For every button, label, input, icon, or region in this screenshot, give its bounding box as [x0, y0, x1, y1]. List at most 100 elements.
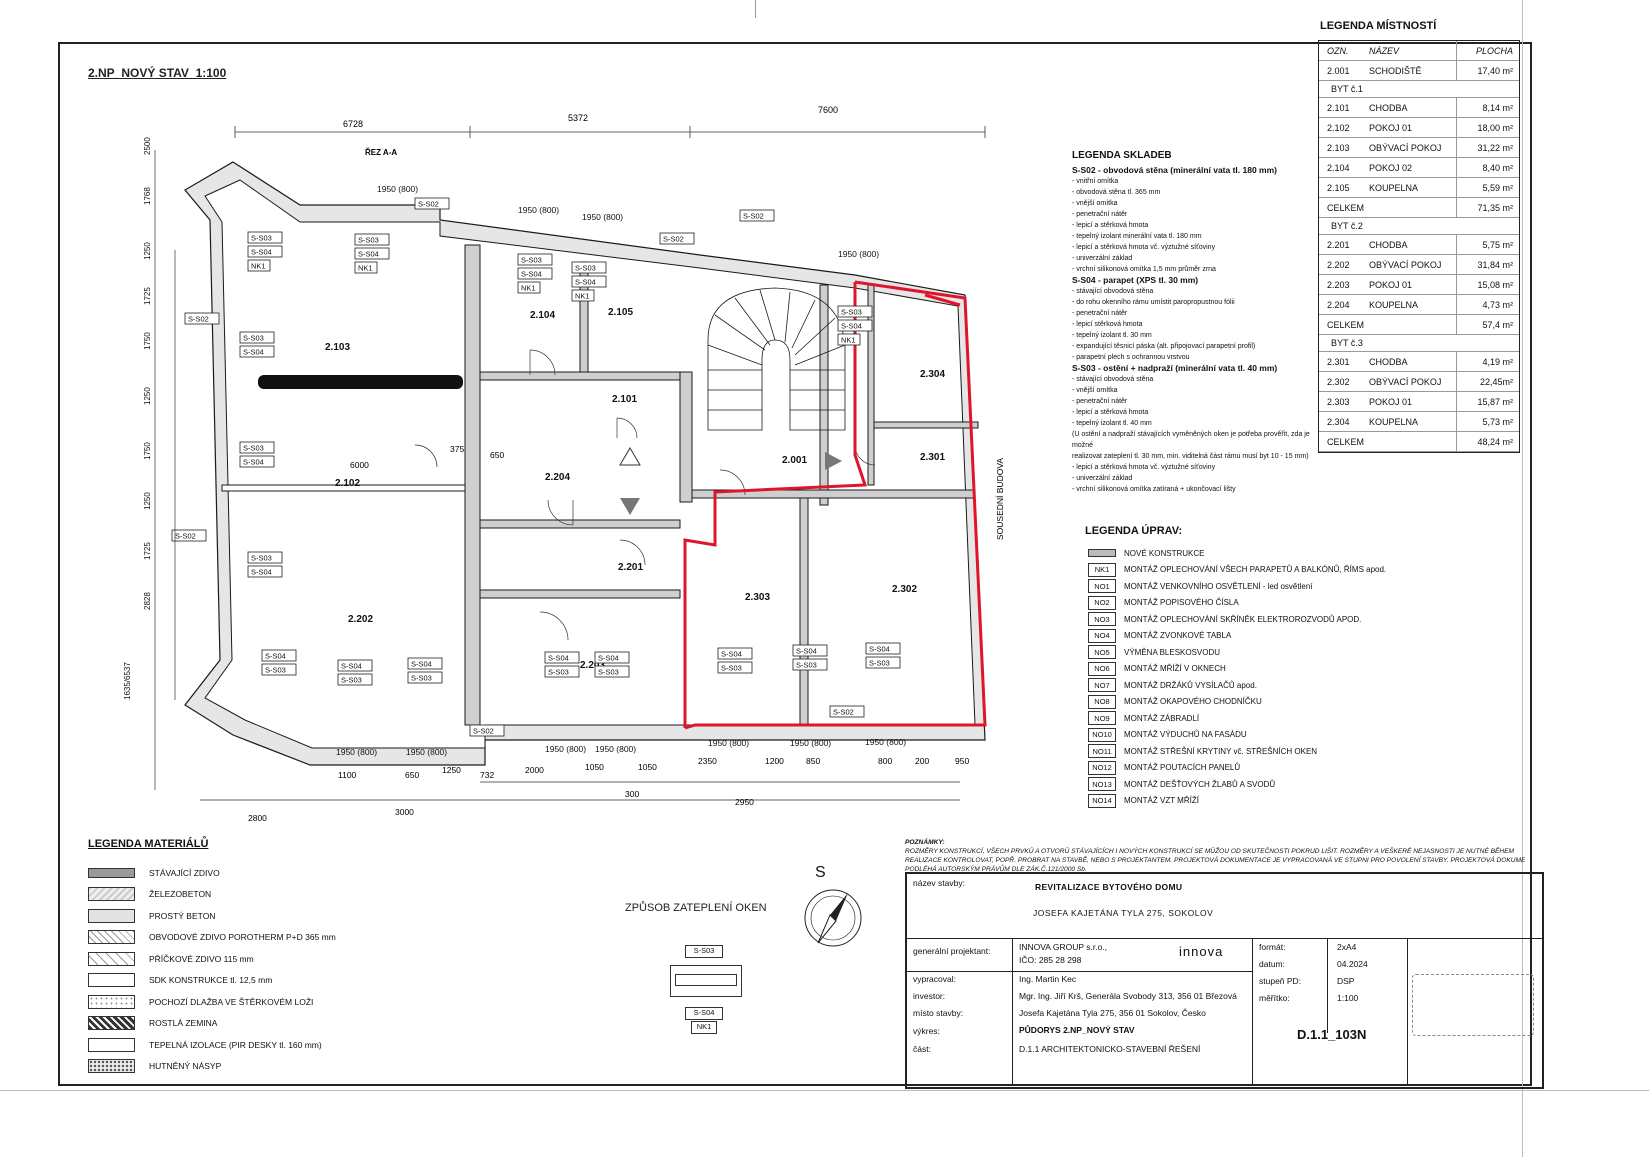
material-label: ŽELEZOBETON: [149, 889, 212, 900]
material-row: SDK KONSTRUKCE tl. 12,5 mm: [88, 970, 448, 992]
tb-investor-label: investor:: [913, 991, 946, 1001]
dim-left: [154, 150, 176, 790]
uprava-code: NO1: [1088, 579, 1116, 594]
room-2203: 2.203: [580, 660, 605, 671]
material-row: POCHOZÍ DLAŽBA VE ŠTĚRKOVÉM LOŽI: [88, 991, 448, 1013]
room-area: 17,40 m²: [1456, 61, 1519, 80]
room-2105: 2.105: [608, 307, 633, 318]
uprava-code: NO13: [1088, 777, 1116, 792]
tb-title: REVITALIZACE BYTOVÉHO DOMU: [1035, 882, 1183, 892]
material-label: PŘÍČKOVÉ ZDIVO 115 mm: [149, 953, 254, 964]
uprava-text: MONTÁŽ OPLECHOVÁNÍ VŠECH PARAPETŮ A BALK…: [1124, 565, 1387, 575]
tb-datum: 04.2024: [1337, 959, 1368, 969]
material-swatch: [88, 1059, 135, 1074]
tag-box: [239, 345, 275, 358]
room-area: 15,08 m²: [1456, 275, 1519, 294]
tag-box: [739, 209, 775, 222]
tag-label: NK1: [841, 336, 856, 345]
uprava-text: MONTÁŽ ZVONKOVÉ TABLA: [1124, 631, 1232, 641]
room-name: SCHODIŠTĚ: [1369, 65, 1422, 76]
detail-tag-nk: NK1: [691, 1021, 717, 1034]
uprava-text: MONTÁŽ DRŽÁKŮ VYSÍLAČŮ apod.: [1124, 680, 1257, 690]
tb-vypracoval-label: vypracoval:: [913, 974, 956, 984]
uprava-code: NO6: [1088, 661, 1116, 676]
dim-bottom-14: 1250: [442, 765, 461, 775]
uprava-text: MONTÁŽ STŘEŠNÍ KRYTINY vč. STŘEŠNÍCH OKE…: [1124, 746, 1318, 756]
room-2304: 2.304: [920, 369, 945, 380]
dim-bottom: [200, 781, 960, 801]
tag-label: S-S04: [575, 278, 596, 287]
s03-lines: - stávající obvodová stěna- vnější omítk…: [1072, 374, 1317, 495]
tb-investor: Mgr. Ing. Jiří Krš, Generála Svobody 313…: [1019, 991, 1237, 1001]
uprava-code: NO7: [1088, 678, 1116, 693]
skladby-title: LEGENDA SKLADEB: [1072, 150, 1172, 161]
room-2303: 2.303: [745, 592, 770, 603]
window-detail: S-S03 S-S04 NK1: [665, 945, 745, 1034]
tag-label: S-S03: [841, 308, 862, 317]
beam: [258, 375, 463, 389]
room-2201: 2.201: [618, 562, 643, 573]
tb-drawing-no: D.1.1_103N: [1297, 1027, 1367, 1042]
room-area: 31,22 m²: [1456, 138, 1519, 157]
tag-box: [407, 671, 443, 684]
tag-label: S-S04: [411, 660, 432, 669]
dim-left-value: 1725: [143, 287, 152, 305]
uprava-code: NO9: [1088, 711, 1116, 726]
skladba-line: - vnější omítka: [1072, 387, 1118, 394]
tag-box: [407, 657, 443, 670]
skladba-line: - stávající obvodová stěna: [1072, 288, 1154, 295]
tag-label: NK1: [358, 264, 373, 273]
materials-title: LEGENDA MATERIÁLŮ: [88, 838, 209, 850]
uprava-code: NO12: [1088, 760, 1116, 775]
uprava-code: NO8: [1088, 694, 1116, 709]
s03-title: S-S03 - ostění + nadpraží (minerální vat…: [1072, 363, 1278, 373]
tag-label: S-S02: [473, 727, 494, 736]
tag-box: [247, 259, 271, 272]
tag-label: S-S04: [358, 250, 379, 259]
total-area: 57,4 m²: [1456, 315, 1519, 334]
room-name: KOUPELNA: [1369, 299, 1419, 310]
arrow-down: [620, 498, 640, 515]
material-swatch: [88, 1037, 135, 1052]
tag-label: S-S03: [575, 264, 596, 273]
dim-inner-6000: 6000: [350, 460, 369, 470]
uprava-code: NO3: [1088, 612, 1116, 627]
tag-label: S-S03: [251, 234, 272, 243]
room-legend: OZN. NÁZEV PLOCHA 2.001 SCHODIŠTĚ 17,40 …: [1318, 40, 1520, 453]
room-2301: 2.301: [920, 452, 945, 463]
neighbour-label: SOUSEDNÍ BUDOVA: [995, 458, 1005, 540]
uprava-text: MONTÁŽ POPISOVÉHO ČÍSLA: [1124, 598, 1239, 608]
tag-box: [354, 247, 390, 260]
tag-box: [594, 651, 630, 664]
tb-vykres-label: výkres:: [913, 1026, 940, 1036]
tag-box: [517, 281, 541, 294]
skladba-line: - lepicí a stěrková hmota vč. výztužné s…: [1072, 244, 1216, 251]
tag-label: NK1: [251, 262, 266, 271]
window-detail-title: ZPŮSOB ZATEPLENÍ OKEN: [625, 902, 767, 914]
arrow-up: [619, 447, 641, 466]
dim-bottom-8: 800: [878, 756, 892, 766]
tag-label: S-S04: [841, 322, 862, 331]
room-name: POKOJ 01: [1369, 122, 1413, 133]
material-swatch: [88, 930, 135, 945]
uprava-code: NO2: [1088, 595, 1116, 610]
uprava-row: NO7 MONTÁŽ DRŽÁKŮ VYSÍLAČŮ apod.: [1088, 677, 1488, 694]
room-name: OBÝVACÍ POKOJ: [1369, 376, 1442, 387]
room-oz: 2.203: [1327, 279, 1350, 290]
room-area: 5,59 m²: [1456, 178, 1519, 197]
material-swatch: [88, 951, 135, 966]
window-size: 1950 (800): [518, 205, 559, 215]
dim-bottom-15: 650: [405, 770, 419, 780]
skladba-line: - expandující těsnicí páska (alt. připoj…: [1072, 343, 1256, 350]
skladba-line: - vrchní silikonová omítka zatíraná + uk…: [1072, 486, 1236, 493]
